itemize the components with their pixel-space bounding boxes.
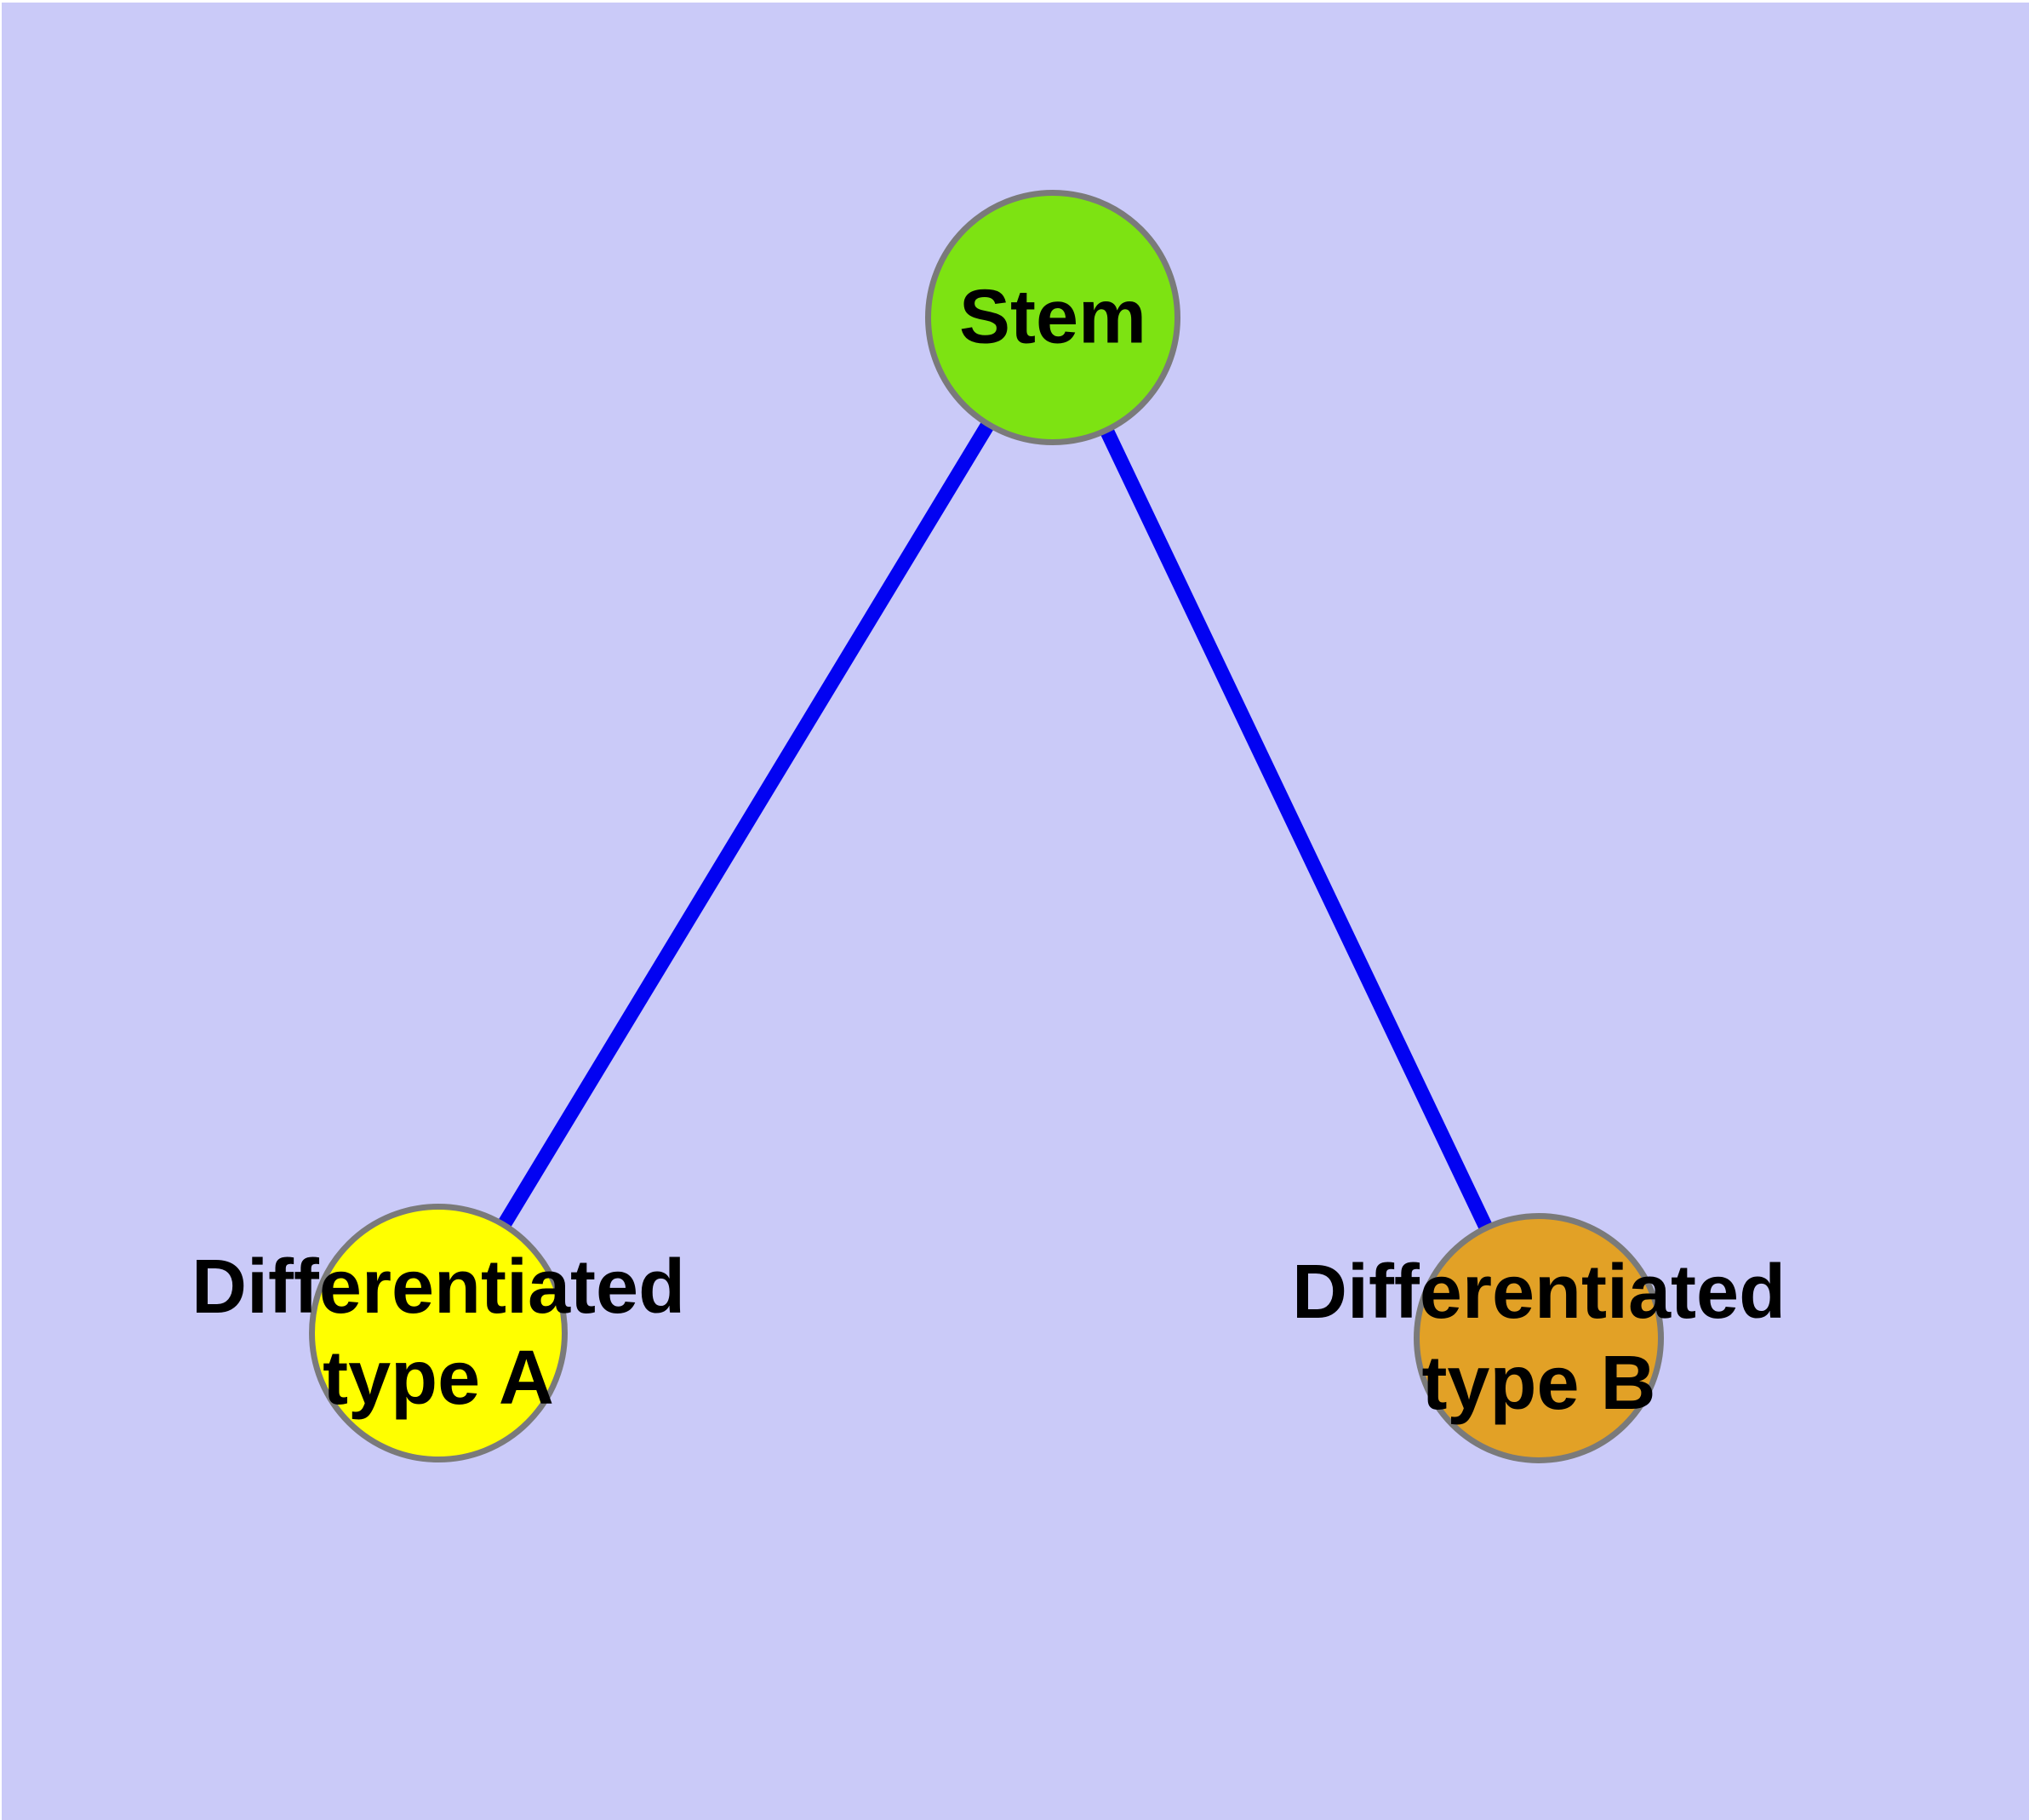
node-differentiated-type-a[interactable]: Differentiated type A (191, 1204, 685, 1462)
edge-stem-typeB (1046, 314, 1546, 1342)
node-stem-label: Stem (958, 274, 1147, 360)
edge-stem-typeA (432, 313, 1060, 1337)
node-differentiated-type-b[interactable]: Differentiated type B (1292, 1213, 1786, 1463)
node-stem[interactable]: Stem (925, 190, 1180, 445)
